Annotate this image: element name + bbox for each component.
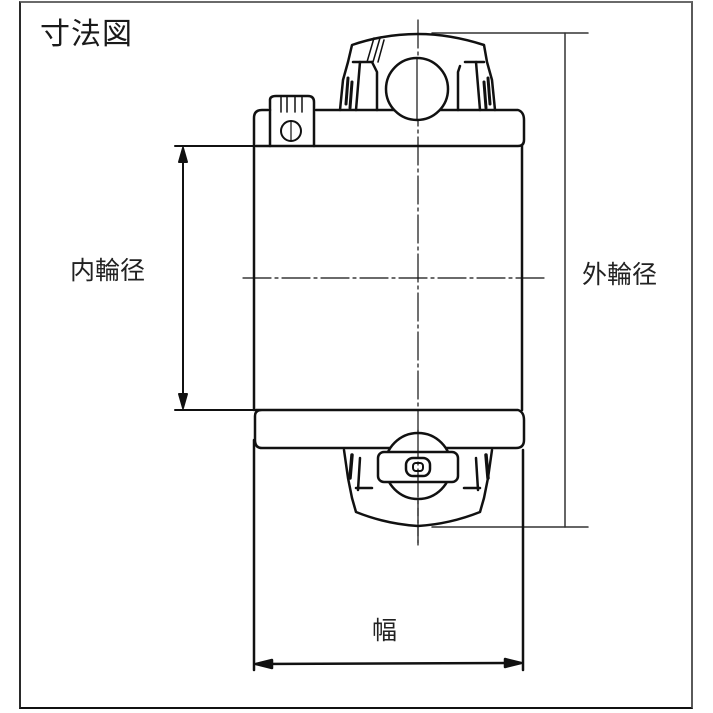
drawing-frame [19,1,693,709]
width-label: 幅 [372,616,398,645]
outer-ring-top [338,32,497,112]
inner-ring [252,108,526,450]
outer-diameter-label: 外輪径 [582,260,658,289]
set-screw [268,94,316,148]
inner-diameter-dimension [174,145,256,411]
outer-diameter-dimension [431,32,589,528]
inner-diameter-label: 内輪径 [70,256,146,285]
width-dimension [252,438,525,672]
diagram-title: 寸法図 [40,17,133,52]
